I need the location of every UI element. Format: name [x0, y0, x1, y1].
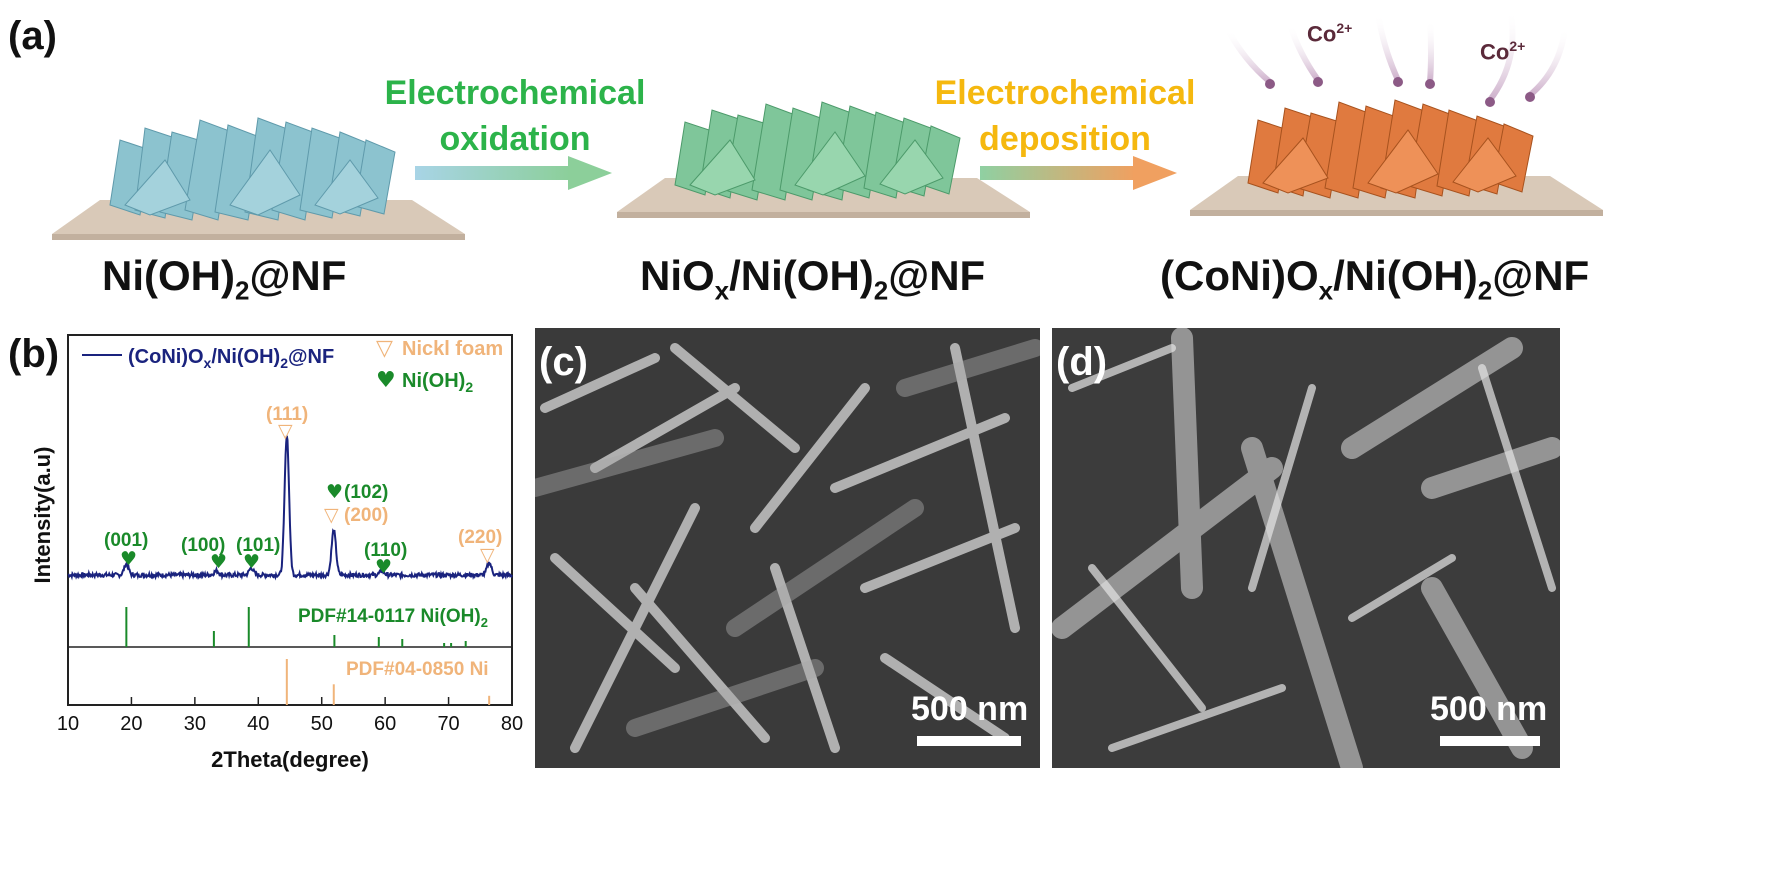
step3-mid: /Ni(OH) — [1333, 252, 1478, 299]
panel-b-label: (b) — [8, 332, 60, 376]
ref-nioh2-group — [125, 607, 467, 647]
peak-marker-110: ♥ — [375, 556, 392, 578]
peak-marker-101: ♥ — [243, 551, 260, 573]
arrow-oxidation — [415, 156, 612, 190]
peak-labels: (001) ♥ (100) ♥ (101) ♥ (111) ▽ ♥ (102) … — [104, 404, 502, 578]
co-ion-label-2: Co2+ — [1480, 38, 1525, 65]
co-ion-base: Co — [1480, 39, 1510, 65]
y-axis-title: Intensity(a.u) — [30, 447, 55, 584]
peak-marker-200: ▽ — [324, 504, 339, 526]
step3-sub: x — [1318, 275, 1334, 306]
step3-name: (CoNi)O — [1160, 252, 1319, 299]
step2-mid: /Ni(OH) — [729, 252, 874, 299]
sem-texture-d — [1052, 328, 1560, 768]
co-ion-streaks — [1225, 7, 1568, 103]
step-label-coniox: (CoNi)Ox/Ni(OH)2@NF — [1160, 252, 1589, 306]
ref-ni-group — [285, 659, 491, 705]
x-tick-label: 40 — [247, 713, 269, 735]
sem-texture-c — [535, 328, 1040, 768]
nioh2-nanosheets — [109, 117, 396, 221]
co-ion-charge: 2+ — [1509, 38, 1526, 54]
peak-marker-111: ▽ — [278, 420, 293, 442]
peak-label-220: (220) — [458, 527, 502, 548]
x-tick-group: 10 20 30 40 50 60 70 80 — [57, 697, 523, 735]
peak-label-111: (111) — [266, 404, 308, 425]
process-deposition-line2: deposition — [979, 120, 1151, 158]
step2-name: NiO — [640, 252, 715, 299]
arrow-deposition — [980, 156, 1177, 190]
peak-marker-102: ♥ — [326, 481, 343, 503]
series-group — [67, 435, 513, 581]
peak-label-001: (001) — [104, 530, 148, 551]
sem-image-d: (d) 500 nm — [1052, 328, 1560, 768]
legend-nioh2-marker: ♥ — [376, 368, 396, 393]
x-tick-label: 80 — [501, 713, 523, 735]
peak-label-102: (102) — [344, 482, 388, 503]
step2-sub2: 2 — [873, 275, 889, 306]
plot-frame — [67, 334, 513, 706]
process-oxidation-line2: oxidation — [439, 120, 591, 158]
nioxnioh2-nanosheets — [674, 101, 961, 201]
process-oxidation-line1: Electrochemical — [384, 74, 646, 112]
peak-label-100: (100) — [181, 535, 225, 556]
step3-sub2: 2 — [1477, 275, 1493, 306]
scale-bar-c — [917, 736, 1021, 746]
x-tick-label: 50 — [311, 713, 333, 735]
step-label-nioh2: Ni(OH)2@NF — [102, 252, 346, 306]
x-axis-title: 2Theta(degree) — [211, 747, 369, 772]
peak-label-101: (101) — [236, 535, 280, 556]
step2-sub: x — [714, 275, 730, 306]
step1-name: Ni(OH) — [102, 252, 235, 299]
co-ion-charge: 2+ — [1336, 20, 1353, 36]
scale-bar-d — [1440, 736, 1540, 746]
process-deposition-label: Electrochemical deposition — [930, 70, 1200, 162]
peak-marker-100: ♥ — [210, 551, 227, 573]
scale-text-d: 500 nm — [1430, 690, 1548, 728]
co-ion-dots — [1265, 77, 1535, 107]
sem-image-c: (c) 500 nm — [535, 328, 1040, 768]
series-line — [67, 435, 513, 581]
panel-a-illustration — [52, 7, 1603, 240]
x-tick-label: 10 — [57, 713, 79, 735]
co-ion-base: Co — [1307, 21, 1337, 47]
peak-marker-001: ♥ — [120, 548, 137, 570]
legend-foam-marker: ▽ — [376, 336, 393, 361]
peak-label-110: (110) — [364, 540, 407, 561]
step-label-niox: NiOx/Ni(OH)2@NF — [640, 252, 985, 306]
step3-rest: @NF — [1492, 252, 1590, 299]
scale-text-c: 500 nm — [911, 690, 1029, 728]
panel-c-label: (c) — [539, 340, 588, 384]
step1-sub: 2 — [234, 275, 250, 306]
process-oxidation-label: Electrochemical oxidation — [380, 70, 650, 162]
x-tick-label: 70 — [437, 713, 459, 735]
legend-nioh2-label: Ni(OH)2 — [402, 370, 473, 395]
xrd-chart: 10 20 30 40 50 60 70 80 (CoNi)Ox/Ni(OH)2@NF ▽ N… — [30, 334, 523, 772]
x-tick-label: 60 — [374, 713, 396, 735]
peak-label-200: (200) — [344, 505, 388, 526]
conioxnioh2-nanosheets — [1247, 99, 1534, 199]
panel-a-label: (a) — [8, 14, 57, 58]
peak-marker-220: ▽ — [480, 544, 495, 566]
step2-rest: @NF — [888, 252, 986, 299]
panel-d-label: (d) — [1056, 340, 1108, 384]
x-tick-label: 30 — [184, 713, 206, 735]
ref2-label: PDF#04-0850 Ni — [346, 659, 489, 680]
process-deposition-line1: Electrochemical — [934, 74, 1196, 112]
x-tick-label: 20 — [120, 713, 142, 735]
step1-rest: @NF — [249, 252, 347, 299]
co-ion-label-1: Co2+ — [1307, 20, 1352, 47]
legend-series-label: (CoNi)Ox/Ni(OH)2@NF — [128, 346, 334, 371]
ref1-label: PDF#14-0117 Ni(OH)2 — [298, 606, 488, 630]
legend-foam-label: Nickl foam — [402, 338, 503, 360]
